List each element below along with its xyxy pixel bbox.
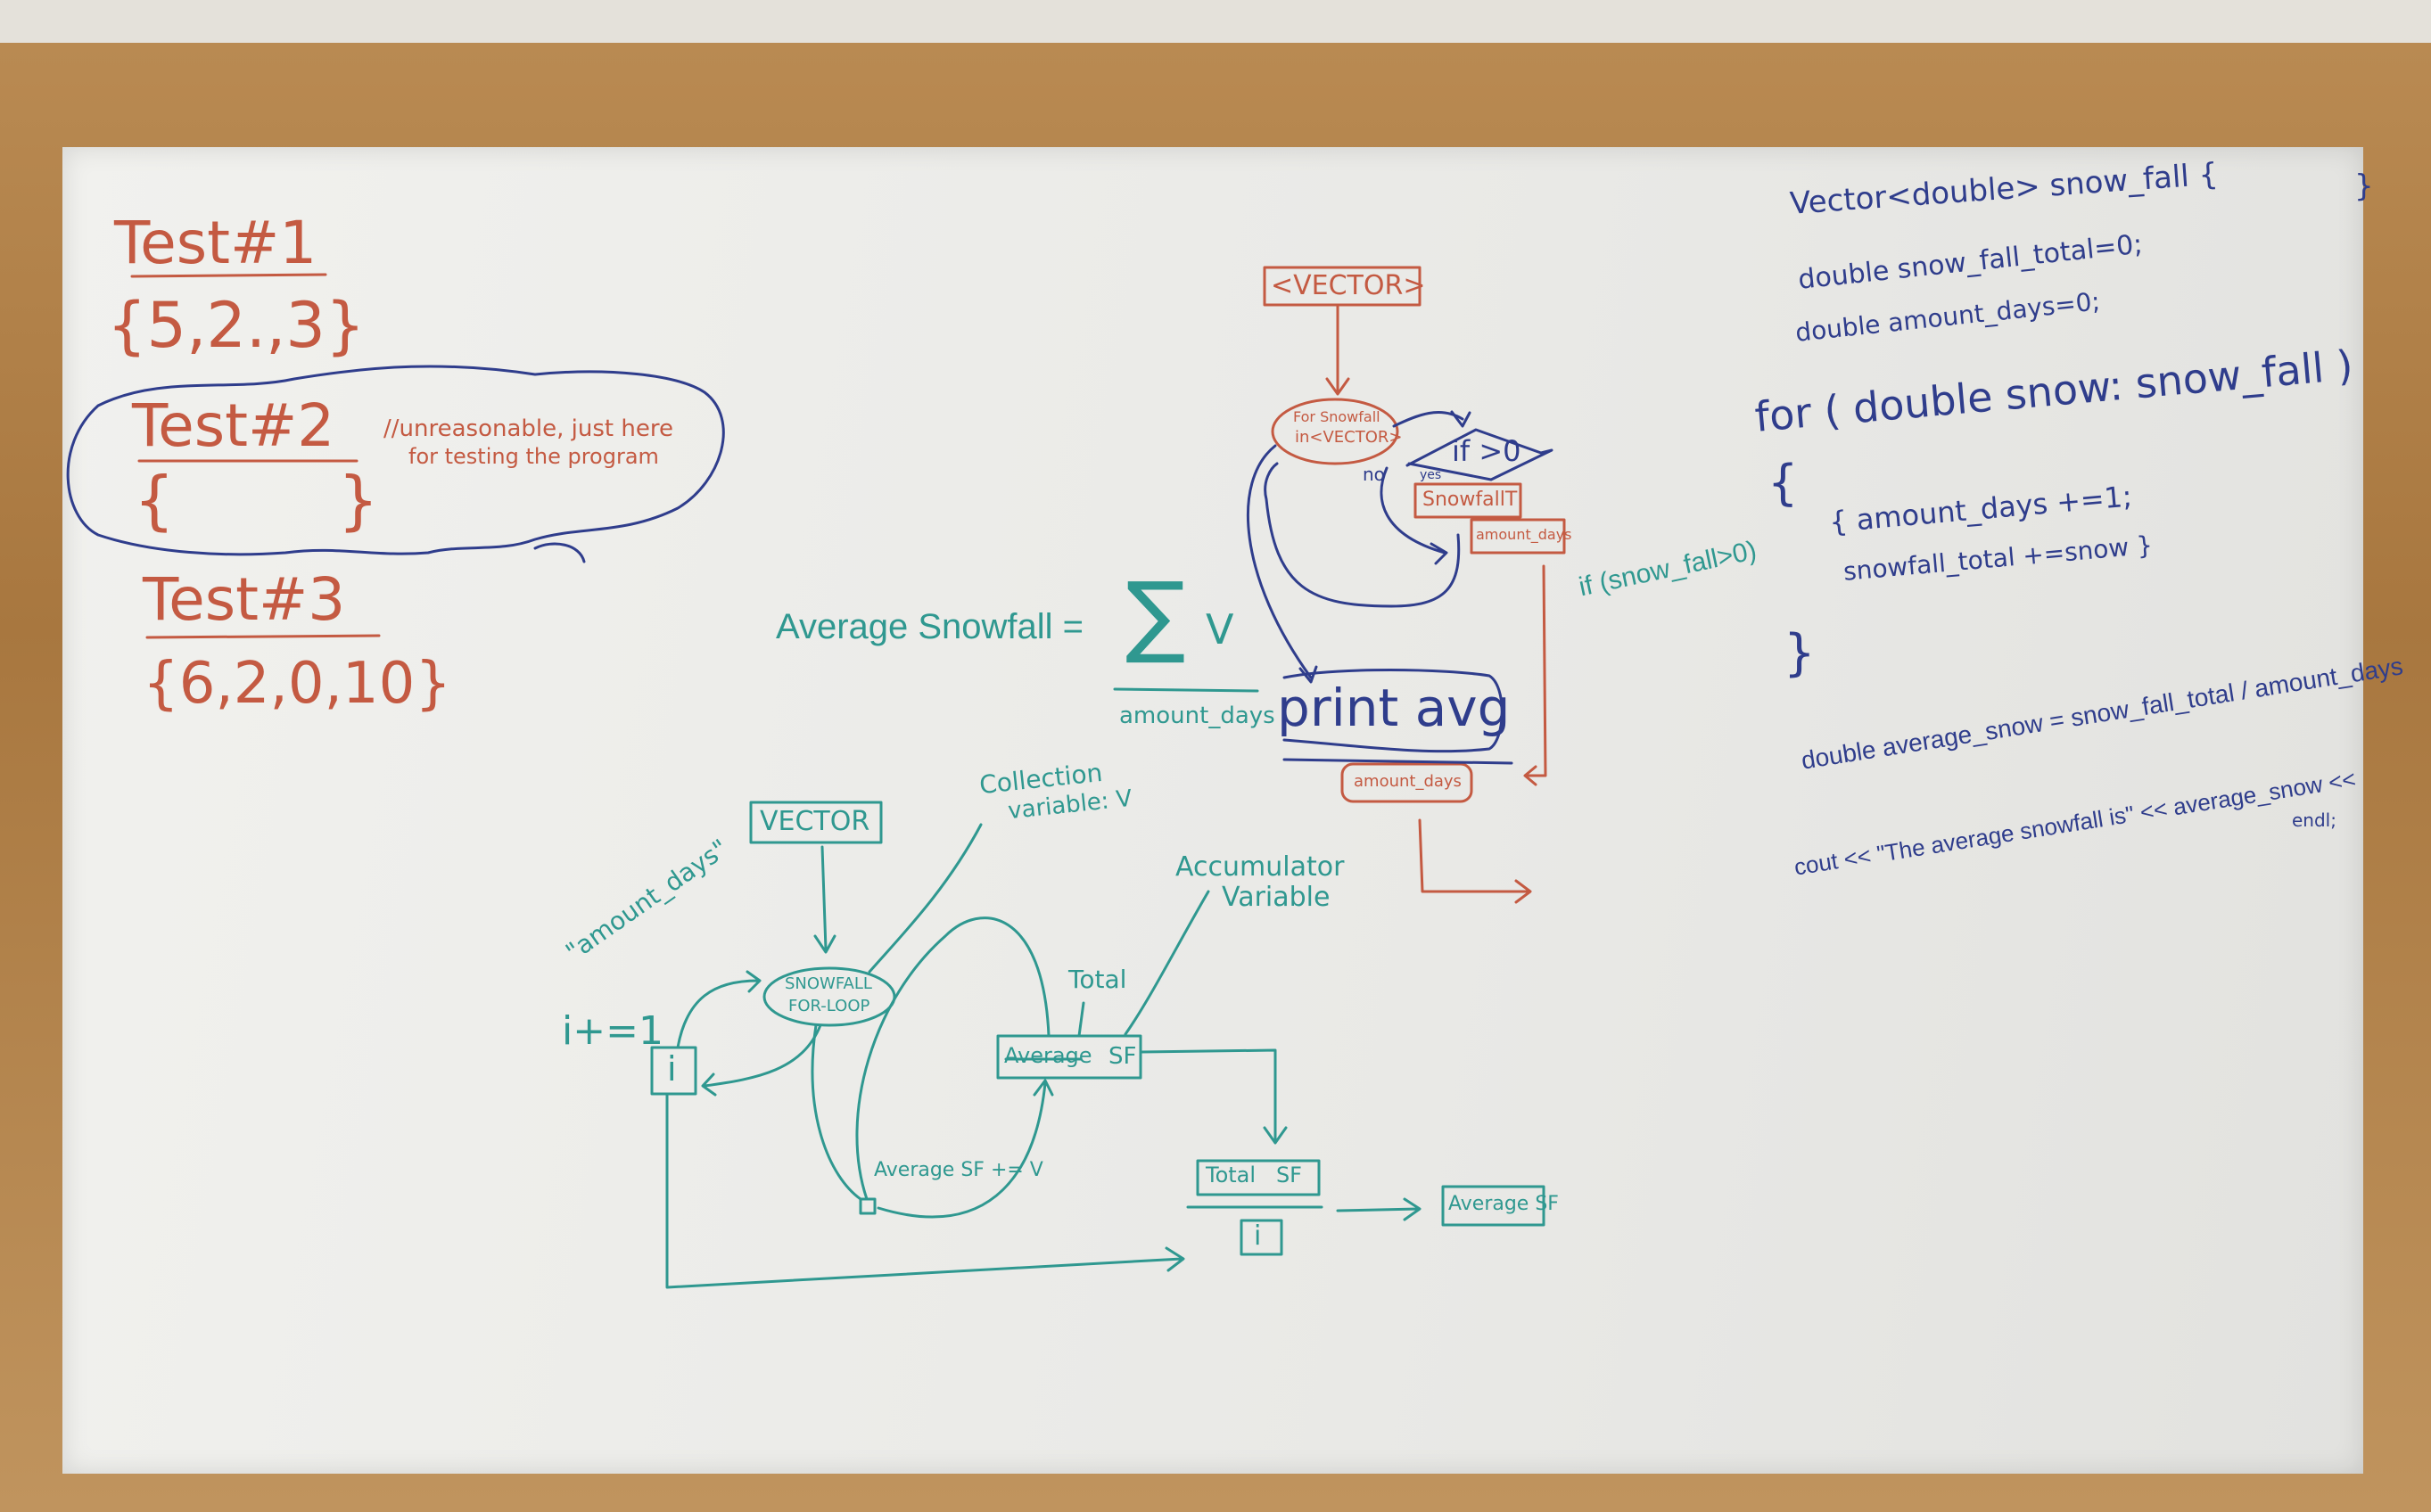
sf-label: SF	[1108, 1043, 1137, 1070]
flow-no-label: no	[1363, 464, 1385, 485]
average-struck-label: Average	[1004, 1043, 1092, 1068]
arrow-vector-to-loop	[813, 845, 836, 954]
arrow-back-to-loop	[1264, 462, 1461, 608]
test1-values: {5,2.,3}	[107, 289, 366, 362]
test3-underline	[145, 634, 381, 639]
cloud-outline	[66, 365, 725, 556]
code-line-open-brace: {	[1768, 455, 1799, 511]
test2-note-line2: for testing the program	[408, 444, 659, 469]
arrow-to-result	[1336, 1197, 1422, 1221]
formula-lhs: Average Snowfall =	[776, 607, 1084, 646]
decision-diamond	[1405, 428, 1553, 481]
flow-amount-days-box	[1470, 518, 1566, 555]
arrow-exit	[1418, 818, 1532, 904]
flow-vector-box	[1263, 266, 1422, 307]
collection-pointer	[868, 823, 983, 974]
arrow-loop-to-i	[701, 1023, 822, 1097]
flow-snowfall-total-label: SnowfallT	[1422, 489, 1518, 511]
diagram-total-label: Total	[1068, 965, 1127, 994]
accumulator-line1: Accumulator	[1175, 851, 1345, 883]
update-checkbox	[859, 1197, 877, 1215]
i-box	[650, 1046, 697, 1096]
flow-decision-label: if >0	[1452, 434, 1521, 468]
accumulator-line2: Variable	[1222, 882, 1331, 913]
test1-underline	[130, 273, 327, 278]
formula-denominator: amount_days	[1119, 703, 1275, 729]
diagram-vector-label: VECTOR	[760, 806, 870, 837]
flow-loop-line1: For Snowfall	[1293, 408, 1380, 425]
accumulator-pointer	[1124, 890, 1210, 1036]
code-line-close-brace: }	[1784, 624, 1816, 682]
diagram-increment: i+=1	[562, 1008, 663, 1054]
arrow-amount-to-bottom	[1523, 564, 1547, 786]
diagram-i-label: i	[667, 1049, 677, 1089]
print-underline	[1282, 758, 1513, 765]
cloud-tail	[533, 542, 586, 563]
total-sf-box	[1196, 1159, 1321, 1196]
arrow-i-to-loop	[676, 970, 762, 1049]
formula-fraction-line	[1113, 687, 1259, 693]
test2-values: { }	[134, 463, 379, 538]
flow-yes-label: yes	[1420, 468, 1442, 482]
flow-print-label: print avg	[1277, 678, 1511, 738]
test3-values: {6,2,0,10}	[143, 651, 452, 717]
loop-big-curve	[855, 916, 1051, 1201]
result-label: Average SF	[1448, 1193, 1559, 1215]
i-denominator-box	[1240, 1219, 1283, 1256]
arrow-sf-to-total	[1140, 1048, 1288, 1145]
flow-amount-days-label: amount_days	[1476, 526, 1572, 543]
formula-var: V	[1206, 605, 1234, 653]
test2-title: Test#2	[132, 391, 335, 460]
total-pointer	[1077, 1001, 1085, 1038]
flow-loop-line2: in<VECTOR>	[1295, 428, 1403, 447]
diagram-vector-box	[749, 801, 883, 844]
i-denominator-label: i	[1254, 1220, 1262, 1252]
whiteboard	[62, 147, 2363, 1474]
arrow-vector-to-loop	[1325, 303, 1350, 396]
total-sf-label: Total SF	[1206, 1163, 1302, 1187]
diagram-loop-line1: SNOWFALL	[785, 974, 872, 993]
test3-title: Test#3	[143, 565, 346, 634]
arrow-no-branch	[1380, 466, 1448, 565]
arrow-loop-to-decision	[1392, 410, 1471, 428]
diagram-loop-line2: FOR-LOOP	[788, 997, 870, 1015]
average-sf-box	[996, 1034, 1142, 1080]
result-box	[1441, 1185, 1545, 1227]
print-box	[1282, 669, 1504, 753]
test1-title: Test#1	[114, 209, 317, 277]
flow-snowfall-total-box	[1413, 482, 1522, 519]
loop-curve-left	[811, 1023, 862, 1201]
arrow-i-to-denominator	[665, 1092, 1185, 1289]
formula-sigma: ∑	[1125, 563, 1186, 667]
arrow-update-to-sf	[877, 1079, 1054, 1219]
flow-amount-days-bottom-box	[1340, 762, 1473, 803]
flow-vector-label: <VECTOR>	[1271, 270, 1426, 301]
code-line-vector-close: }	[2354, 168, 2374, 204]
flow-loop-ellipse	[1271, 398, 1399, 465]
test2-note-line1: //unreasonable, just here	[383, 415, 673, 442]
flow-amount-days-bottom-label: amount_days	[1354, 772, 1462, 791]
update-label: Average SF += V	[874, 1159, 1043, 1181]
code-line-endl: endl;	[2292, 809, 2336, 831]
